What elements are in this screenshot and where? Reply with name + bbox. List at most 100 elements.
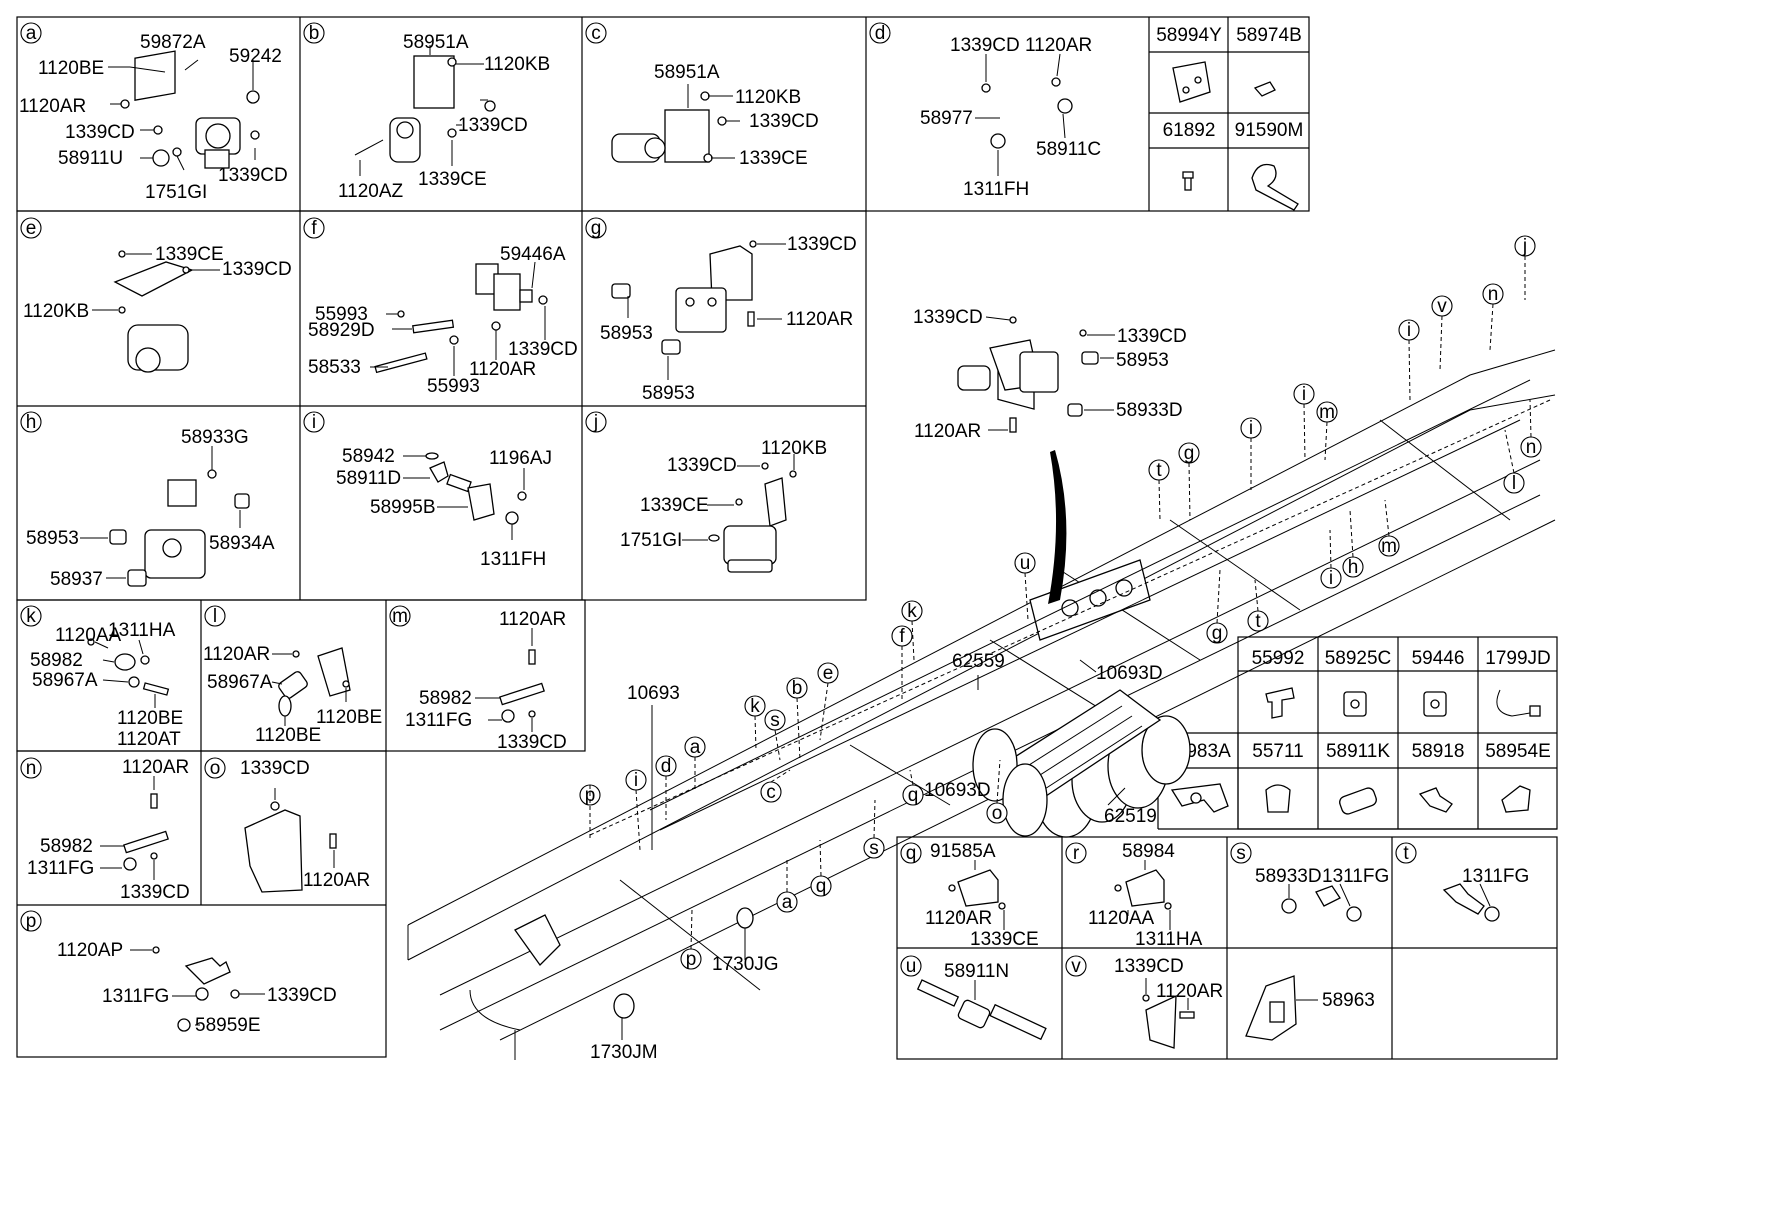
svg-text:o: o: [210, 758, 221, 779]
svg-text:58967A: 58967A: [207, 672, 273, 693]
clip-icon: [1501, 785, 1531, 813]
svg-text:58967A: 58967A: [32, 670, 98, 691]
section-key-i: i: [303, 411, 325, 433]
svg-text:58953: 58953: [642, 383, 695, 404]
svg-text:b: b: [792, 678, 803, 699]
section-key-r: r: [1065, 842, 1087, 864]
svg-text:91590M: 91590M: [1235, 120, 1304, 141]
svg-text:91585A: 91585A: [930, 841, 996, 862]
callout-u: u: [1014, 552, 1036, 574]
svg-text:l: l: [1512, 473, 1516, 494]
svg-text:58951A: 58951A: [654, 62, 720, 83]
section-j: 1120KB 1339CD 1339CE 1751GI: [620, 438, 827, 573]
callout-q: q: [810, 875, 832, 897]
svg-text:58995B: 58995B: [370, 497, 436, 518]
section-key-j: j: [585, 411, 607, 433]
svg-text:e: e: [823, 663, 834, 684]
svg-text:59242: 59242: [229, 46, 282, 67]
callout-l: l: [1503, 472, 1525, 494]
svg-text:1120AR: 1120AR: [122, 757, 189, 778]
svg-text:1120AR: 1120AR: [1156, 981, 1223, 1002]
svg-text:q: q: [908, 785, 919, 806]
callout-q: q: [902, 784, 924, 806]
svg-text:58933G: 58933G: [181, 427, 249, 448]
svg-text:58942: 58942: [342, 446, 395, 467]
callout-k: k: [744, 695, 766, 717]
svg-text:1120BE: 1120BE: [255, 725, 321, 746]
connector-icon: [1339, 787, 1377, 815]
svg-text:58982: 58982: [419, 688, 472, 709]
svg-text:1120AZ: 1120AZ: [338, 181, 404, 202]
svg-text:55992: 55992: [1252, 648, 1305, 669]
section-n: 1120AR 58982 1311FG 1339CD: [27, 757, 190, 903]
section-b: 58951A 1120KB 1339CD 1120AZ 1339CE: [338, 32, 550, 202]
svg-text:c: c: [766, 782, 776, 803]
svg-text:i: i: [1302, 384, 1306, 405]
svg-text:1339CD: 1339CD: [787, 234, 857, 255]
callout-g: g: [1206, 622, 1228, 644]
section-key-h: h: [20, 411, 42, 433]
section-l: 1120AR 58967A 1120BE 1120BE: [203, 644, 382, 746]
svg-text:58937: 58937: [50, 569, 103, 590]
svg-text:r: r: [1073, 843, 1080, 864]
callout-h: h: [1342, 556, 1364, 578]
svg-text:55993: 55993: [427, 376, 480, 397]
svg-text:1311HA: 1311HA: [1135, 929, 1203, 950]
section-key-a: a: [20, 22, 42, 44]
svg-text:58984: 58984: [1122, 841, 1175, 862]
svg-text:58918: 58918: [1412, 741, 1465, 762]
svg-text:1339CE: 1339CE: [970, 929, 1039, 950]
svg-text:1339CD: 1339CD: [913, 307, 983, 328]
section-v: 1339CD 1120AR: [1114, 956, 1223, 1049]
svg-text:t: t: [1156, 460, 1162, 481]
svg-text:1339CD: 1339CD: [950, 35, 1020, 56]
section-key-f: f: [303, 217, 325, 239]
section-key-u: u: [900, 955, 922, 977]
svg-text:58911U: 58911U: [58, 148, 123, 169]
svg-text:62519: 62519: [1104, 806, 1157, 827]
svg-text:m: m: [1319, 402, 1335, 423]
svg-text:i: i: [1407, 320, 1411, 341]
clip-icon: [1170, 783, 1229, 813]
section-key-q: q: [900, 842, 922, 864]
svg-text:d: d: [661, 756, 672, 777]
section-key-k: k: [20, 605, 42, 627]
svg-text:1120KB: 1120KB: [23, 301, 89, 322]
svg-text:58911C: 58911C: [1036, 139, 1101, 160]
callout-k: k: [901, 600, 923, 622]
svg-text:58911D: 58911D: [336, 468, 401, 489]
section-key-n: n: [20, 757, 42, 779]
svg-text:1339CD: 1339CD: [1114, 956, 1184, 977]
callout-i: i: [1398, 319, 1420, 341]
svg-text:q: q: [816, 876, 827, 897]
svg-text:58953: 58953: [600, 323, 653, 344]
parts-table-top: 58994Y 58974B 61892 91590M: [1156, 25, 1304, 211]
svg-text:10693D: 10693D: [924, 780, 991, 801]
callout-t: t: [1247, 610, 1269, 632]
svg-text:1730JM: 1730JM: [590, 1042, 658, 1063]
svg-text:1120AR: 1120AR: [925, 908, 992, 929]
section-s: 58933D 1311FG: [1255, 866, 1389, 922]
svg-text:1120AR: 1120AR: [19, 96, 86, 117]
svg-text:1120AR: 1120AR: [914, 421, 981, 442]
svg-text:58994Y: 58994Y: [1156, 25, 1222, 46]
section-key-v: v: [1065, 955, 1087, 977]
svg-text:1339CD: 1339CD: [222, 259, 292, 280]
svg-text:58953: 58953: [1116, 350, 1169, 371]
section-c: 58951A 1120KB 1339CD 1339CE: [611, 62, 819, 169]
svg-text:1120KB: 1120KB: [735, 87, 801, 108]
svg-text:58911K: 58911K: [1326, 741, 1390, 762]
svg-text:1339CD: 1339CD: [218, 165, 288, 186]
section-p: 1120AP 1311FG 1339CD 58959E: [57, 940, 337, 1036]
cap-icon: [1265, 784, 1291, 813]
svg-text:1311FH: 1311FH: [963, 179, 1029, 200]
svg-text:a: a: [782, 892, 793, 913]
svg-text:1120AR: 1120AR: [303, 870, 370, 891]
section-e: 1339CE 1339CD 1120KB: [23, 244, 292, 373]
block-icon: [1343, 691, 1367, 717]
callout-f: f: [891, 625, 913, 647]
svg-text:58925C: 58925C: [1325, 648, 1392, 669]
svg-text:58954E: 58954E: [1485, 741, 1551, 762]
section-q: 91585A 1120AR 1339CE: [925, 841, 1039, 950]
